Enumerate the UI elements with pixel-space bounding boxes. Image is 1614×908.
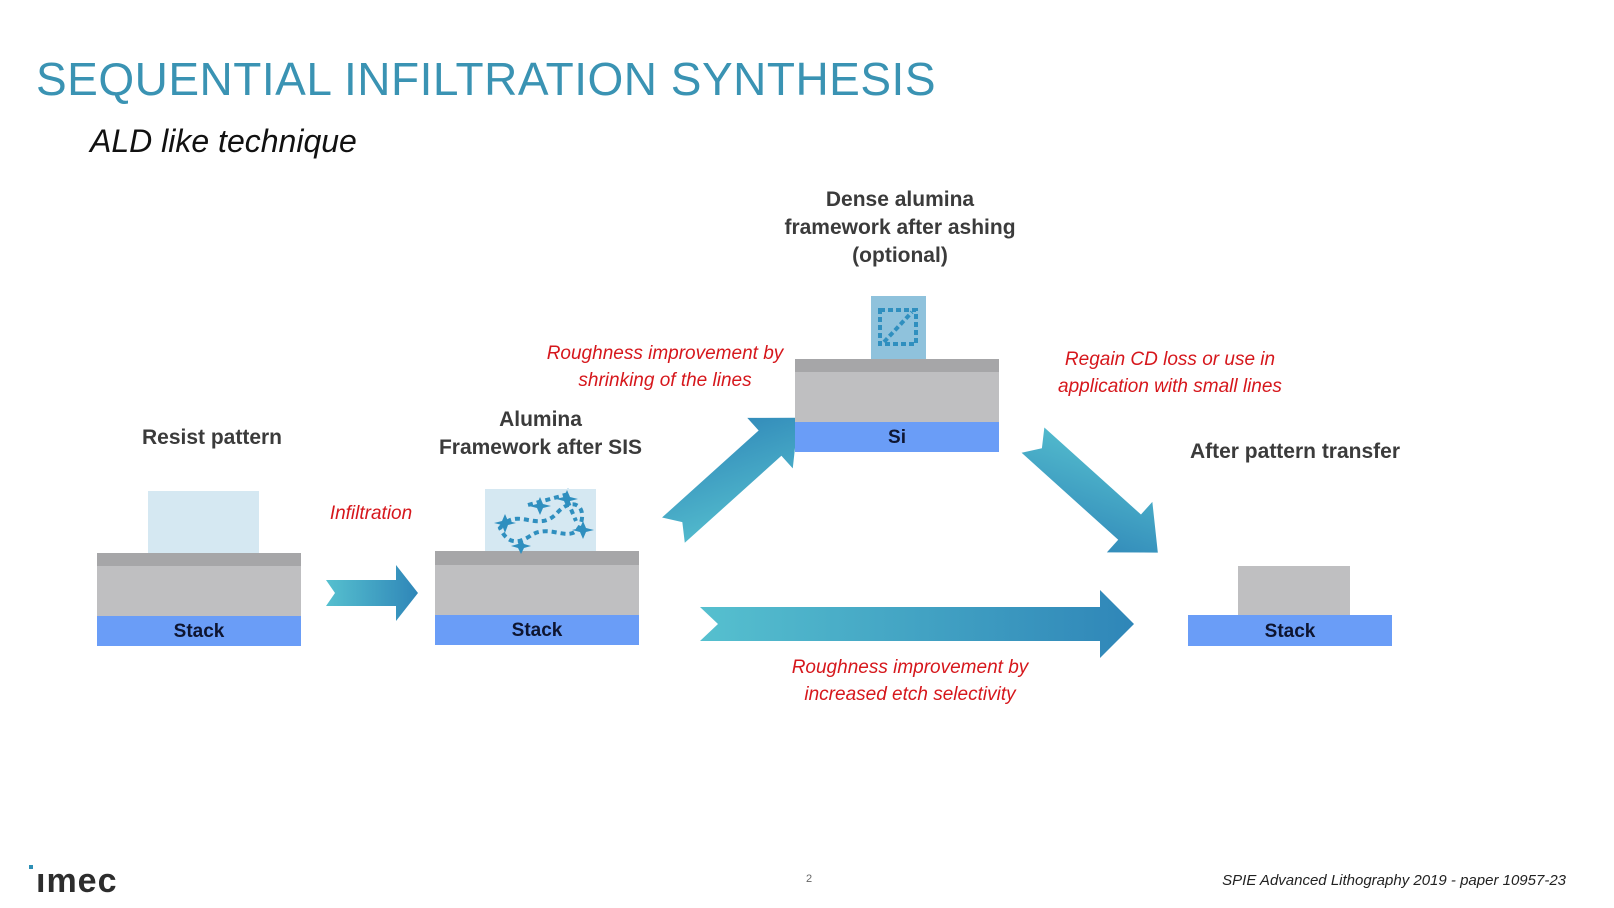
conference-note: SPIE Advanced Lithography 2019 - paper 1…	[1222, 872, 1566, 889]
resist-top-layer	[97, 553, 301, 566]
regain-annotation-line1: Regain CD loss or use in	[1064, 349, 1276, 370]
alumina-label-line1: Alumina	[499, 408, 582, 431]
dense-label-line3: (optional)	[852, 244, 948, 267]
alumina-label-line2: Framework after SIS	[438, 436, 643, 459]
dense-framework-block	[871, 296, 926, 359]
resist-mid-layer	[97, 566, 301, 616]
alumina-stack-base: Stack	[435, 615, 639, 645]
imec-logo: ımec	[36, 862, 118, 900]
etch-annotation-line1: Roughness improvement by	[791, 657, 1029, 678]
dense-framework-icon	[878, 308, 918, 346]
slide-subtitle: ALD like technique	[90, 123, 357, 159]
page-number: 2	[806, 873, 813, 885]
dense-label-line1: Dense alumina	[825, 188, 975, 211]
slide-title: SEQUENTIAL INFILTRATION SYNTHESIS	[36, 53, 937, 105]
regain-annotation: Regain CD loss or use in application wit…	[1040, 346, 1300, 400]
shrink-annotation: Roughness improvement by shrinking of th…	[540, 340, 790, 394]
dense-label-line2: framework after ashing	[784, 216, 1016, 239]
shrink-annotation-line2: shrinking of the lines	[578, 370, 752, 391]
transfer-label: After pattern transfer	[1189, 440, 1401, 463]
resist-block	[148, 491, 259, 553]
etch-arrow	[700, 590, 1134, 658]
regain-annotation-line2: application with small lines	[1058, 376, 1282, 397]
etch-annotation: Roughness improvement by increased etch …	[780, 654, 1040, 708]
shrink-annotation-line1: Roughness improvement by	[546, 343, 784, 364]
logo-dot	[29, 865, 33, 869]
transfer-stack-base: Stack	[1188, 615, 1392, 646]
dense-label: Dense alumina framework after ashing (op…	[760, 186, 1040, 270]
infiltration-annotation: Infiltration	[329, 503, 413, 524]
alumina-mid-layer	[435, 565, 639, 615]
ashing-arrow	[662, 417, 799, 543]
resist-stack-base: Stack	[97, 616, 301, 646]
transfer-line-block	[1238, 566, 1350, 615]
alumina-label: Alumina Framework after SIS	[418, 406, 663, 462]
dense-mid-layer	[795, 372, 999, 422]
dense-top-layer	[795, 359, 999, 372]
infiltration-arrow	[326, 565, 418, 621]
alumina-top-layer	[435, 551, 639, 565]
transfer-arrow	[1021, 427, 1158, 553]
alumina-resist-block	[485, 489, 596, 551]
resist-pattern-label: Resist pattern	[141, 426, 283, 449]
dense-si-base: Si	[795, 422, 999, 452]
etch-annotation-line2: increased etch selectivity	[804, 684, 1016, 705]
